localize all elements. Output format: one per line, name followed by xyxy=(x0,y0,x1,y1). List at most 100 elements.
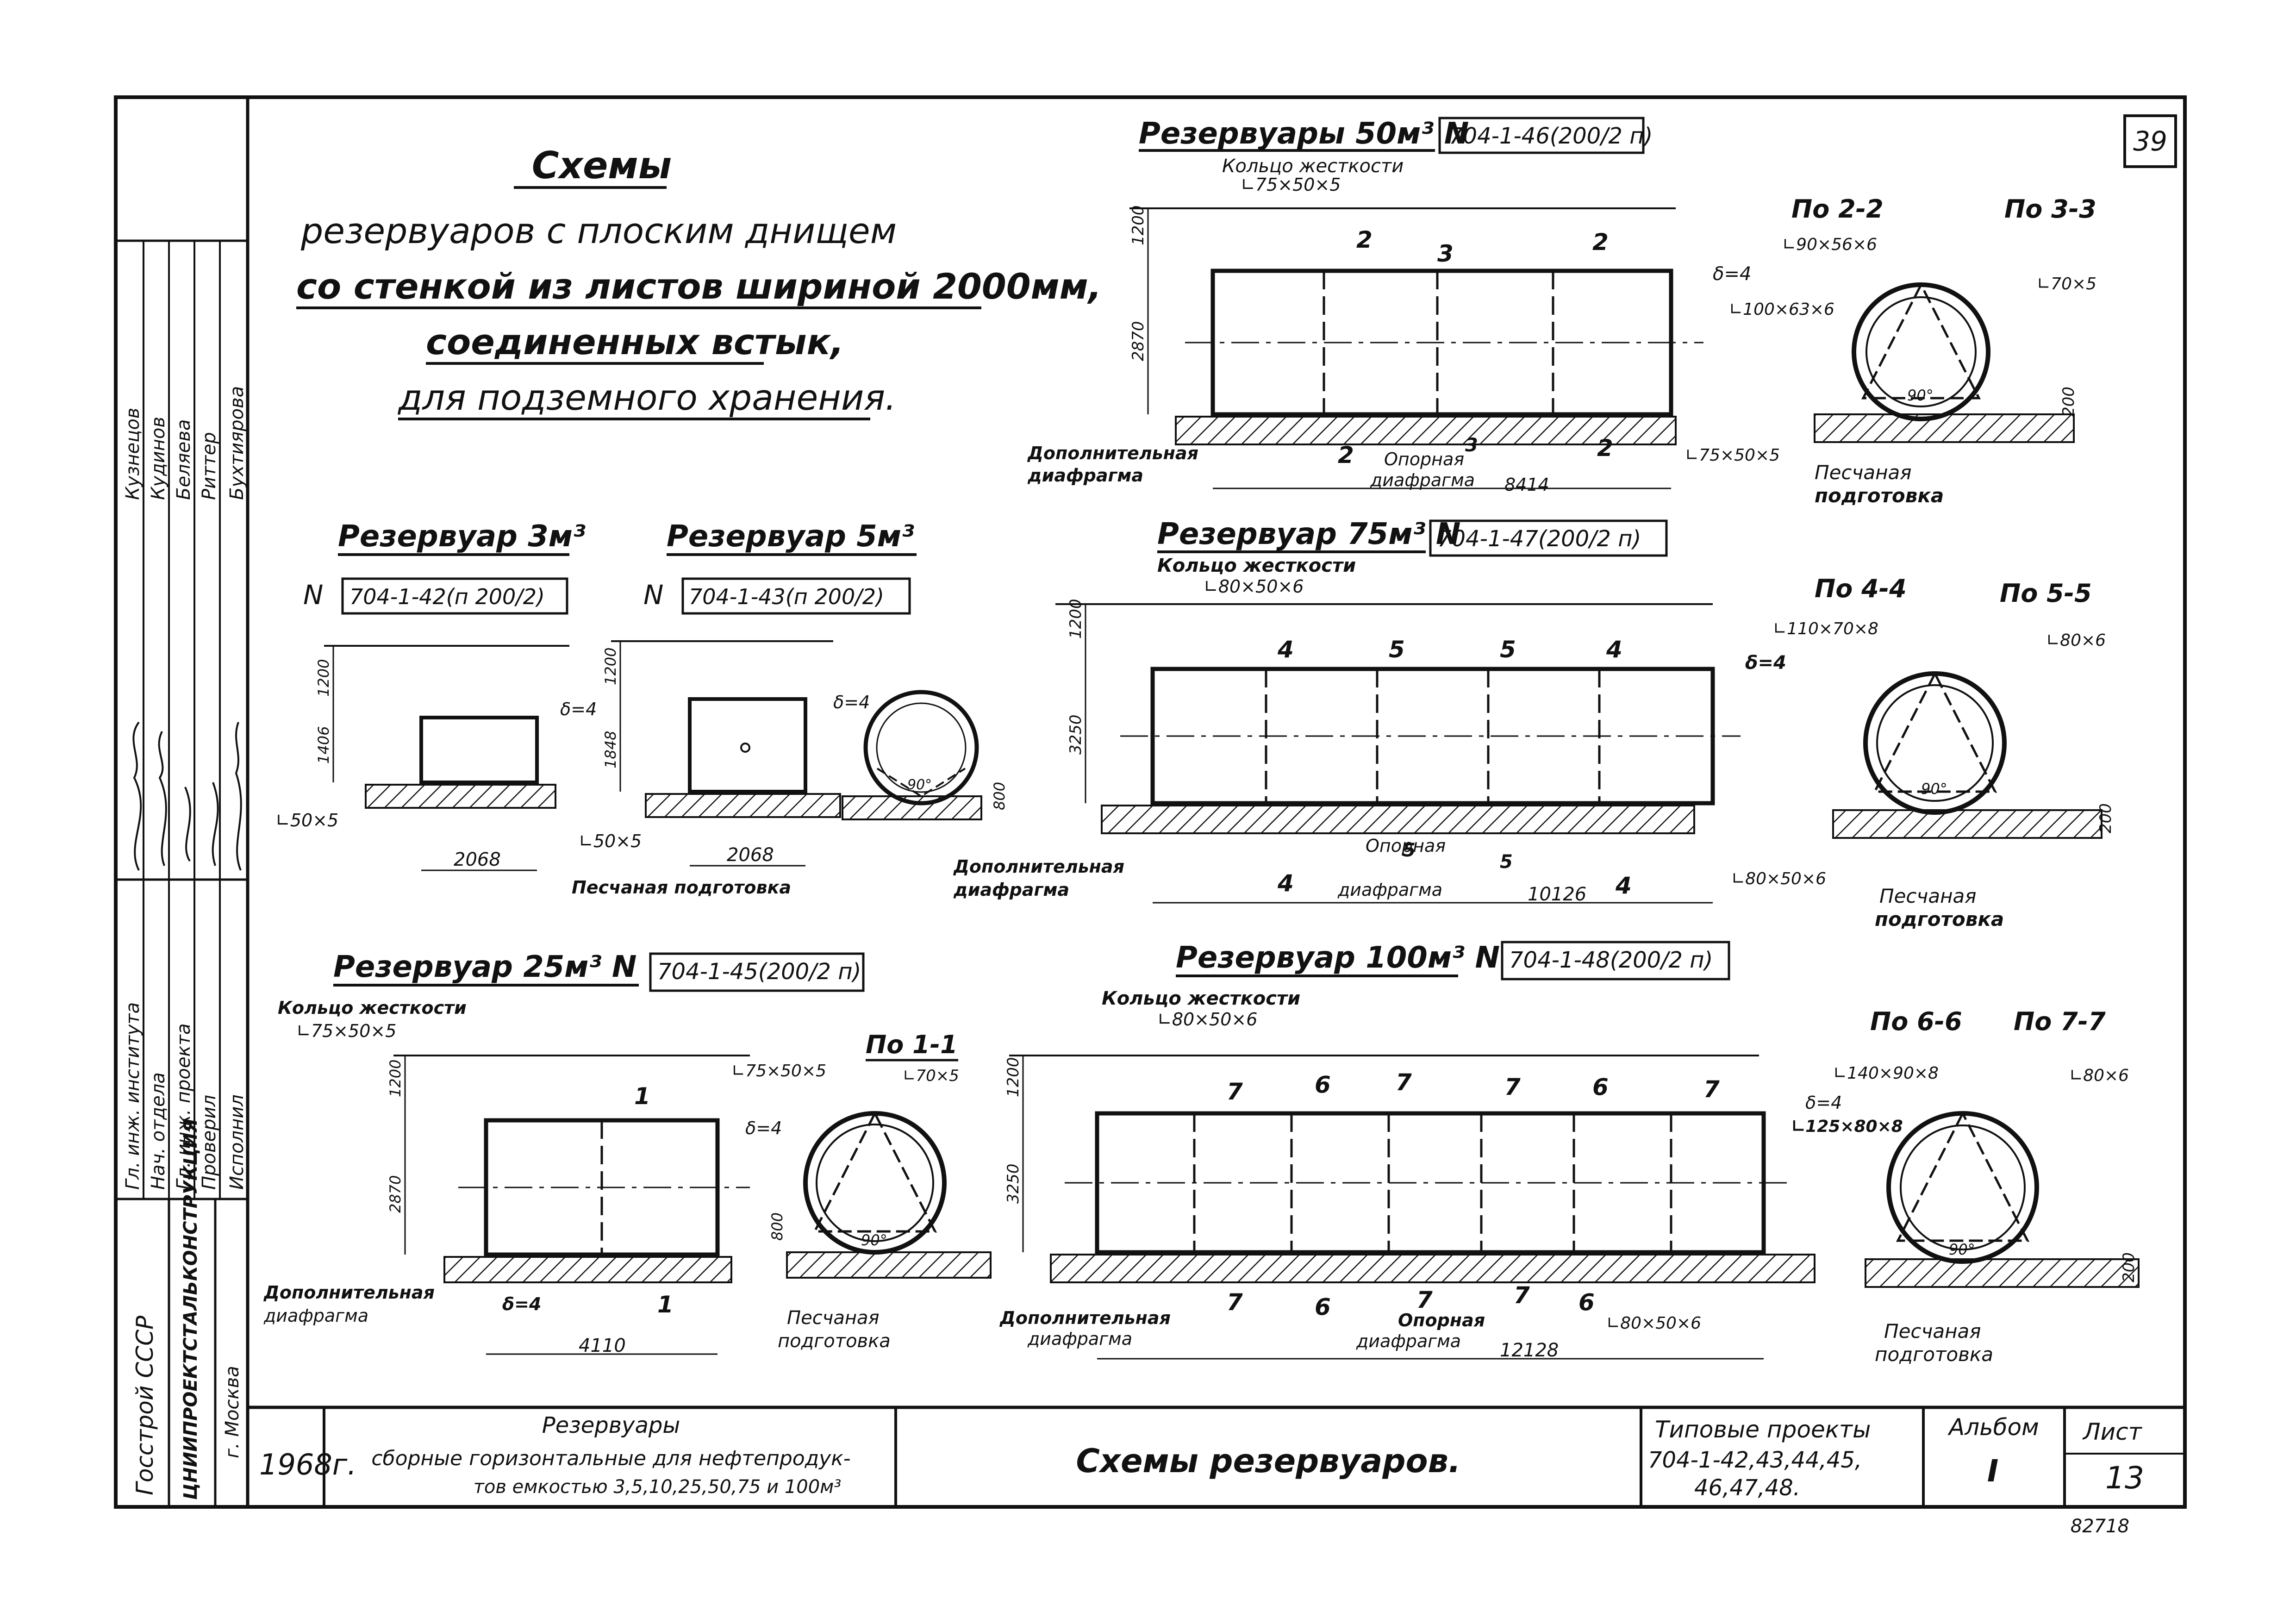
tank-50-sec-a-title: По 2-2 xyxy=(1791,194,1884,224)
side-name-5: Бухтиярова xyxy=(226,386,248,500)
tb-projects-title: Типовые проекты xyxy=(1655,1416,1871,1443)
tank-75-delta: δ=4 xyxy=(1745,652,1786,674)
title-line-4: соединенных встык, xyxy=(426,321,844,362)
tb-projects-2: 46,47,48. xyxy=(1694,1475,1800,1501)
tank-100-sec-a-title: По 6-6 xyxy=(1870,1007,1962,1036)
tank-25-dim-length: 4110 xyxy=(579,1335,626,1356)
tank-3-n: N xyxy=(303,579,323,611)
tank-100-dim-height: 3250 xyxy=(1004,1163,1023,1204)
tank-100-cut-a-top-3: 7 xyxy=(1504,1074,1521,1100)
tank-3-elevation: Резервуар 3м³ N 704-1-42(п 200/2) 1200 1… xyxy=(275,519,597,871)
tank-75-dim-length: 10126 xyxy=(1528,884,1586,905)
tank-50-aux-diaphragm-2: диафрагма xyxy=(1027,465,1143,486)
tank-50-cut-a-top-2: 2 xyxy=(1592,229,1609,256)
tank-100-aux-diaphragm-1: Дополнительная xyxy=(999,1308,1171,1328)
tank-50-cut-b-bottom: 3 xyxy=(1465,435,1478,456)
tank-5-angle-90: 90° xyxy=(907,777,932,793)
tank-100-cut-a-top-2: 7 xyxy=(1396,1069,1412,1096)
tank-100-cut-a-bottom-2: 7 xyxy=(1416,1287,1433,1313)
tank-100-elevation: Резервуар 100м³ N 704-1-48(200/2 п) Коль… xyxy=(999,941,1903,1361)
tank-25-sand-1: Песчаная xyxy=(787,1307,880,1329)
tb-sheet-name: Схемы резервуаров. xyxy=(1076,1442,1461,1480)
tank-100-sec-a-size: ∟140×90×8 xyxy=(1833,1064,1939,1083)
side-role-5: Исполнил xyxy=(226,1094,248,1190)
tank-25-elevation: Резервуар 25м³ N 704-1-45(200/2 п) Кольц… xyxy=(263,950,865,1356)
tank-25-dim-top: 1200 xyxy=(387,1060,404,1097)
tank-75-aux-diaphragm-2: диафрагма xyxy=(953,880,1069,900)
tank-50-cut-a-bottom: 2 xyxy=(1338,442,1354,468)
tank-50-dim-top: 1200 xyxy=(1129,205,1148,245)
tank-25-ring-size: ∟75×50×5 xyxy=(296,1021,396,1041)
tank-100-cut-a-top-1: 7 xyxy=(1227,1078,1243,1105)
tank-5-sand: Песчаная подготовка xyxy=(572,877,791,898)
title-line-5: для подземного хранения. xyxy=(397,377,896,418)
tank-75-sections: По 4-4 По 5-5 ∟80×6 90° 200 Песчаная под… xyxy=(1815,574,2115,931)
tank-50-cut-a-bottom-2: 2 xyxy=(1597,435,1613,462)
tank-100-sec-b-size: ∟80×6 xyxy=(2069,1066,2129,1085)
title-line-3: со стенкой из листов шириной 2000мм, xyxy=(296,266,1102,307)
tank-25-delta-right: δ=4 xyxy=(745,1118,782,1138)
tank-50-cut-a-top: 2 xyxy=(1356,226,1373,253)
tank-100-sand-1: Песчаная xyxy=(1884,1320,1981,1343)
tank-100-cut-a-bottom-1: 7 xyxy=(1227,1289,1243,1316)
side-org-2: ЦНИИПРОЕКТСТАЛЬКОНСТРУКЦИЯ xyxy=(180,1118,201,1500)
tank-50-sand-1: Песчаная xyxy=(1815,461,1912,484)
tank-100-cut-b-top-1: 6 xyxy=(1315,1071,1331,1098)
tank-75-cut-a-top: 4 xyxy=(1277,636,1294,663)
tb-projects-1: 704-1-42,43,44,45, xyxy=(1648,1447,1862,1473)
tank-50-title: Резервуары 50м³ N xyxy=(1139,117,1469,151)
tank-75-elevation: Резервуар 75м³ N 704-1-47(200/2 п) Кольц… xyxy=(953,517,1878,905)
side-city: г. Москва xyxy=(222,1366,243,1458)
tb-sheet-value: 13 xyxy=(2105,1460,2144,1496)
tank-3-dim-height: 1406 xyxy=(315,726,332,764)
tank-75-cut-a-bottom-2: 4 xyxy=(1615,872,1632,899)
tank-100-angle-1: ∟125×80×8 xyxy=(1791,1117,1903,1136)
tank-25-cut-bottom: 1 xyxy=(657,1291,674,1318)
tank-5-dim-length: 2068 xyxy=(727,844,774,866)
tank-50-delta: δ=4 xyxy=(1713,263,1751,285)
tb-year: 1968г. xyxy=(259,1448,356,1481)
tank-5-dim-top: 1200 xyxy=(602,648,619,685)
tank-25-sec-title: По 1-1 xyxy=(866,1030,958,1059)
tank-75-support-2: диафрагма xyxy=(1337,880,1442,900)
side-name-2: Кудинов xyxy=(148,417,169,500)
tank-25-dim-800: 800 xyxy=(768,1212,786,1241)
tank-3-delta: δ=4 xyxy=(560,699,597,719)
tank-5-n: N xyxy=(643,579,663,611)
tank-25-dim-height: 2870 xyxy=(387,1175,404,1213)
tank-50-angle-2: ∟75×50×5 xyxy=(1685,446,1780,465)
tank-25-section: По 1-1 ∟70×5 90° 800 Песчаная подготовка xyxy=(768,1030,992,1352)
tank-50-sec-b-size: ∟70×5 xyxy=(2037,275,2096,294)
tank-100-sec-b-title: По 7-7 xyxy=(2014,1007,2106,1036)
tank-5-title: Резервуар 5м³ xyxy=(667,519,914,554)
tank-100-cut-b-bottom-2: 6 xyxy=(1578,1289,1595,1316)
tank-5-dim-height: 1848 xyxy=(602,731,619,768)
tank-25-aux-diaphragm-1: Дополнительная xyxy=(263,1282,435,1303)
tank-75-sec-a-title: По 4-4 xyxy=(1815,574,1907,603)
tank-75-support-1: Опорная xyxy=(1366,836,1446,856)
side-name-1: Кузнецов xyxy=(122,408,144,500)
tank-50-support-1: Опорная xyxy=(1384,449,1464,469)
frame xyxy=(114,95,2187,1509)
tank-100-code: 704-1-48(200/2 п) xyxy=(1509,947,1713,973)
tank-75-dim-200: 200 xyxy=(2096,803,2115,833)
tank-3-title: Резервуар 3м³ xyxy=(338,519,586,554)
tank-50-dim-height: 2870 xyxy=(1129,321,1148,361)
tank-75-ring-size: ∟80×50×6 xyxy=(1204,576,1304,597)
tank-75-code: 704-1-47(200/2 п) xyxy=(1437,526,1641,552)
tank-100-title: Резервуар 100м³ N xyxy=(1176,941,1500,975)
tank-5-elevation: Резервуар 5м³ N 704-1-43(п 200/2) 1200 1… xyxy=(572,519,1008,898)
tank-75-angle-2: ∟80×50×6 xyxy=(1731,869,1826,888)
tb-album-label: Альбом xyxy=(1947,1414,2039,1441)
tank-100-dim-length: 12128 xyxy=(1500,1340,1559,1361)
side-role-4: Проверил xyxy=(199,1095,220,1190)
tank-5-code: 704-1-43(п 200/2) xyxy=(689,584,884,609)
tank-75-title: Резервуар 75м³ N xyxy=(1157,517,1460,551)
tank-50-ring-label: Кольцо жесткости xyxy=(1222,156,1404,177)
tank-100-delta: δ=4 xyxy=(1805,1093,1842,1113)
side-name-3: Беляева xyxy=(173,419,194,500)
tank-100-ring-label: Кольцо жесткости xyxy=(1102,988,1300,1009)
tank-75-sand-2: подготовка xyxy=(1875,908,2004,931)
tb-sheet-label: Лист xyxy=(2082,1418,2143,1445)
